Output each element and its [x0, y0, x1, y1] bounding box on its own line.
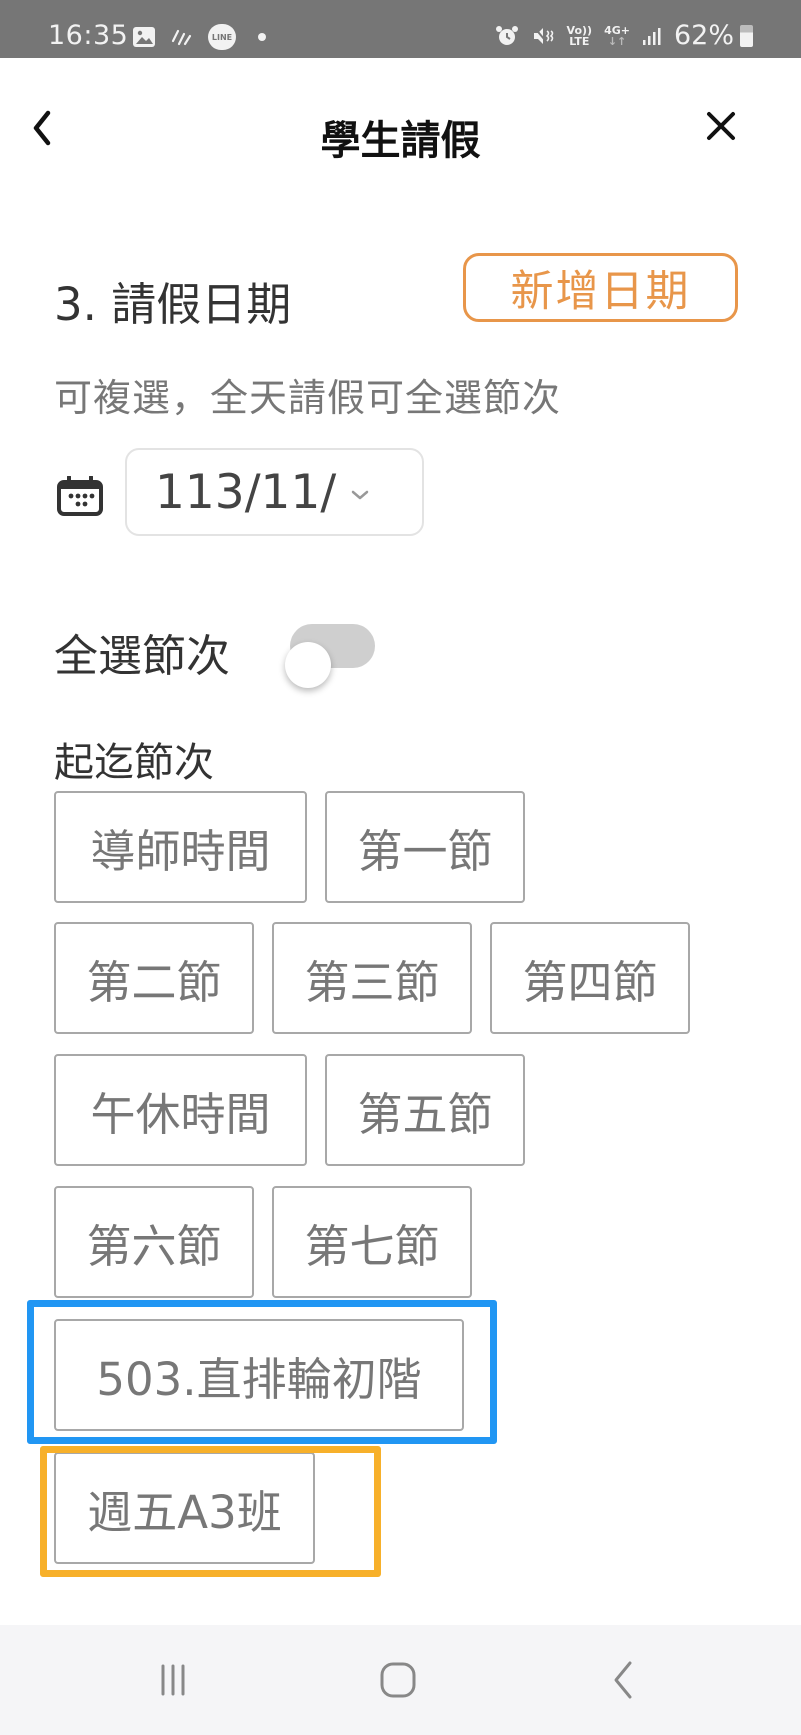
status-bar: 16:35 LINE Vo))LTE 4G+↓↑ 62%: [0, 0, 801, 58]
battery-icon: [740, 24, 753, 47]
system-status-icons: Vo))LTE 4G+↓↑ 62%: [495, 20, 753, 51]
period-button-2[interactable]: 第二節: [54, 922, 254, 1034]
period-button-3[interactable]: 第三節: [272, 922, 472, 1034]
notification-icons: LINE: [132, 24, 266, 50]
gallery-icon: [133, 27, 155, 47]
select-all-toggle[interactable]: [285, 624, 375, 688]
volte-icon: Vo))LTE: [566, 23, 593, 48]
home-icon: [380, 1662, 416, 1698]
back-button[interactable]: [22, 103, 62, 153]
system-nav-bar: [0, 1625, 801, 1735]
select-all-label: 全選節次: [54, 631, 230, 682]
home-button[interactable]: [338, 1625, 458, 1735]
date-value: 113/11/: [155, 464, 337, 520]
close-icon: [707, 112, 735, 140]
period-range-label: 起迄節次: [54, 740, 214, 786]
section-subtitle: 可複選，全天請假可全選節次: [54, 376, 562, 420]
section-title: 3. 請假日期: [54, 278, 292, 331]
signal-streams-icon: [171, 29, 192, 46]
app-header: 學生請假: [0, 58, 801, 198]
period-button-4[interactable]: 第四節: [490, 922, 690, 1034]
line-app-icon: LINE: [208, 24, 236, 50]
chevron-down-icon: [351, 490, 369, 500]
period-button-5[interactable]: 第五節: [325, 1054, 525, 1166]
dot-icon: [258, 33, 266, 41]
mute-vibrate-icon: [532, 25, 553, 46]
chevron-left-icon: [33, 110, 51, 146]
period-button-homeroom[interactable]: 導師時間: [54, 791, 307, 903]
date-select[interactable]: 113/11/: [125, 448, 424, 536]
period-button-noon-break[interactable]: 午休時間: [54, 1054, 307, 1166]
system-back-button[interactable]: [563, 1625, 683, 1735]
back-icon: [614, 1661, 632, 1699]
add-date-button[interactable]: 新增日期: [463, 253, 738, 322]
battery-percent: 62%: [673, 20, 734, 51]
close-button[interactable]: [698, 103, 744, 149]
calendar-icon: [57, 475, 103, 520]
status-time: 16:35: [48, 20, 129, 51]
period-button-club-inline-skating[interactable]: 503.直排輪初階: [54, 1319, 464, 1431]
recent-apps-button[interactable]: [113, 1625, 233, 1735]
toggle-knob: [285, 642, 331, 688]
alarm-icon: [495, 25, 518, 45]
signal-bars-icon: [642, 27, 661, 45]
page-title: 學生請假: [320, 118, 481, 164]
recent-apps-icon: [161, 1664, 185, 1696]
period-button-7[interactable]: 第七節: [272, 1186, 472, 1298]
period-button-friday-a3[interactable]: 週五A3班: [54, 1452, 315, 1564]
4g-plus-icon: 4G+↓↑: [604, 23, 630, 48]
period-button-1[interactable]: 第一節: [325, 791, 525, 903]
period-button-6[interactable]: 第六節: [54, 1186, 254, 1298]
